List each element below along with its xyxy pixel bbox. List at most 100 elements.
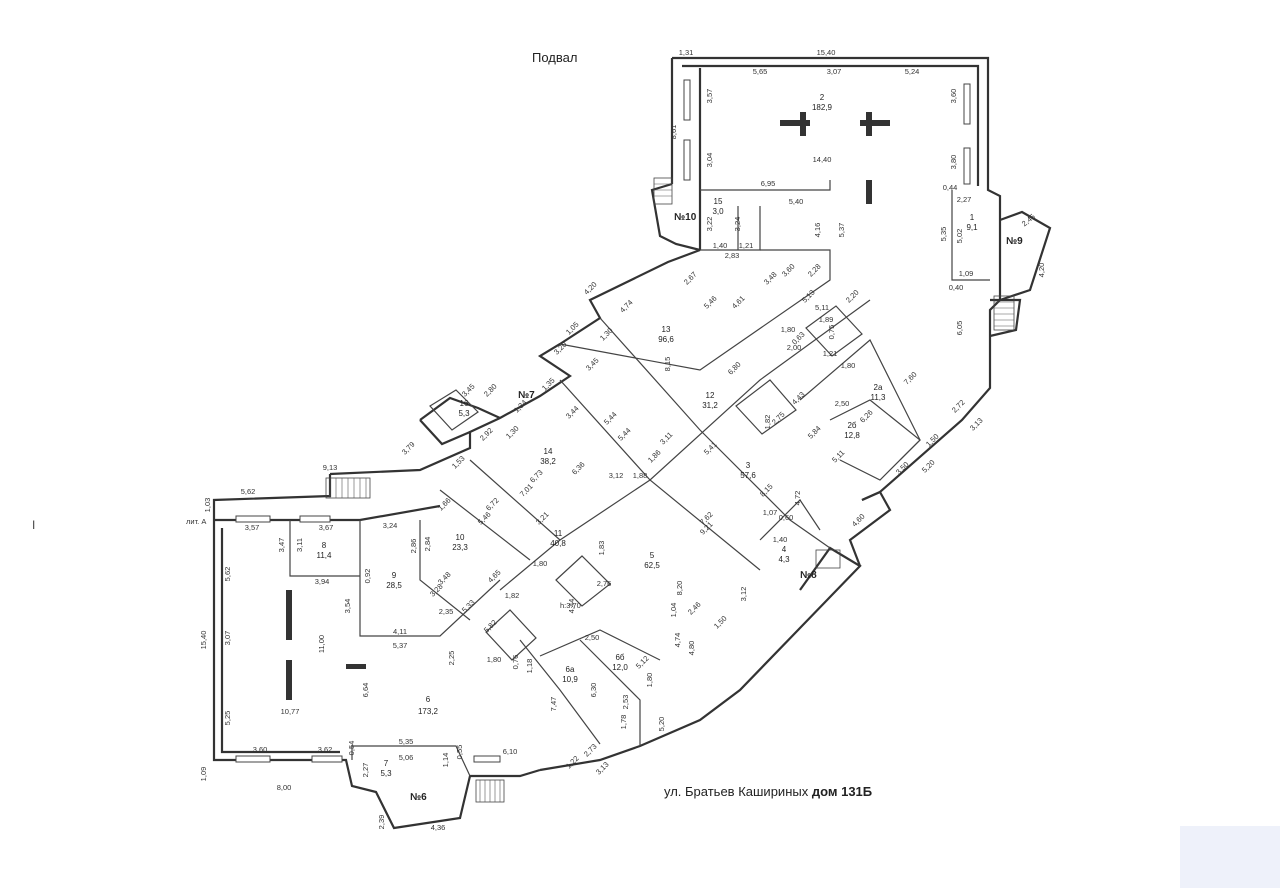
stair-9-steps <box>994 301 1014 327</box>
room-area: 5,3 <box>380 769 392 778</box>
shaft-16 <box>429 389 479 431</box>
dimension-label: 3,04 <box>705 153 714 168</box>
dimension-label: 5,65 <box>753 67 768 76</box>
dimension-label: 6,05 <box>955 321 964 336</box>
partition-2a <box>799 339 921 461</box>
dimension-label: 2,50 <box>585 633 600 642</box>
room-6a: 6а 10,9 <box>562 665 578 684</box>
room-number: 8 <box>322 541 327 550</box>
dimension-label: 3,94 <box>315 577 330 586</box>
windows <box>235 79 971 763</box>
dimension-label: 3,67 <box>319 523 334 532</box>
room-12: 12 31,2 <box>702 391 718 410</box>
column-2 <box>800 112 806 136</box>
room-area: 62,5 <box>644 561 660 570</box>
dimension-label: 3,21 <box>534 510 551 527</box>
dimension-label: 5,82 <box>482 618 499 635</box>
room-number: 6а <box>566 665 575 674</box>
room-6b: 6б 12,0 <box>612 653 628 672</box>
dimension-label: 1,21 <box>823 349 838 358</box>
room-8: 8 11,4 <box>317 541 333 560</box>
dimension-label: 3,24 <box>383 521 398 530</box>
column-4 <box>866 112 872 136</box>
dimension-label: 0,76 <box>511 655 520 670</box>
dimension-label: 2,84 <box>423 537 432 552</box>
dimension-label: 5,40 <box>789 197 804 206</box>
stair-10 <box>653 177 673 205</box>
dimension-label: 3,79 <box>400 440 417 457</box>
partition-9 <box>359 520 501 637</box>
dimension-label: 2,53 <box>621 695 630 710</box>
dimension-label: 1,05 <box>564 320 581 337</box>
dimension-label: 5,35 <box>939 227 948 242</box>
dimension-label: 6,36 <box>570 460 587 477</box>
partition-15 <box>700 180 831 191</box>
dimension-label: 1,22 <box>564 754 581 771</box>
room-number: 4 <box>782 545 787 554</box>
dimension-label: 1,09 <box>959 269 974 278</box>
column-3 <box>860 120 890 126</box>
dimension-label: 2,27 <box>957 195 972 204</box>
room-number: 6 <box>426 695 431 704</box>
wall-west-diagonal <box>329 248 701 476</box>
dimension-label: 3,12 <box>609 471 624 480</box>
dimension-label: 3,50 <box>894 460 911 477</box>
dimension-label: 4,20 <box>1037 263 1046 278</box>
dimension-label: 1,80 <box>533 559 548 568</box>
shaft-1 <box>805 305 863 357</box>
room-area: 57,6 <box>740 471 756 480</box>
dimension-label: 3,57 <box>705 89 714 104</box>
partition-diag-2 <box>559 379 761 571</box>
dimension-label: 5,84 <box>806 424 823 441</box>
dimension-label: 1,83 <box>597 541 606 556</box>
room-2: 2 182,9 <box>812 93 833 112</box>
dimension-label: 3,45 <box>584 356 601 373</box>
room-area: 12,0 <box>612 663 628 672</box>
wall-north-east <box>672 56 1002 502</box>
shaft-2 <box>735 379 797 435</box>
room-number: 12 <box>706 391 715 400</box>
dimension-label: 8,20 <box>675 581 684 596</box>
room-3: 3 57,6 <box>740 461 756 480</box>
dimension-label: 2,45 <box>1020 212 1037 228</box>
room-16: 16 5,3 <box>458 399 470 418</box>
dimension-label: 2,83 <box>725 251 740 260</box>
room-area: 40,8 <box>550 539 566 548</box>
room-area: 38,2 <box>540 457 556 466</box>
dimension-label: 5,37 <box>393 641 408 650</box>
dimension-label: 5,44 <box>602 410 619 427</box>
dimension-label: 5,33 <box>460 598 477 615</box>
dimension-label: 3,47 <box>277 538 286 553</box>
dimension-label: 4,74 <box>618 298 635 315</box>
partition-4 <box>759 499 821 541</box>
dimension-label: 3,20 <box>552 340 569 357</box>
dimension-label: 3,48 <box>762 270 779 287</box>
entrance-9-label: №9 <box>1006 236 1023 247</box>
dimension-label: 1,18 <box>525 659 534 674</box>
dimension-label: 5,20 <box>920 458 937 475</box>
dimension-label: 4,61 <box>730 294 747 311</box>
dimension-label: 1,40 <box>713 241 728 250</box>
window-4 <box>311 755 343 763</box>
room-7: 7 5,3 <box>380 759 392 778</box>
room-area: 23,3 <box>452 543 468 552</box>
dimension-label: 5,02 <box>955 229 964 244</box>
stairs <box>325 177 1015 803</box>
height-note: h:3.70 <box>560 601 581 610</box>
room-number: 15 <box>714 197 723 206</box>
stair-west-steps <box>329 478 367 498</box>
dimension-label: 3,60 <box>949 89 958 104</box>
room-2b: 2б 12,8 <box>844 421 860 440</box>
dimension-label: 1,07 <box>763 508 778 517</box>
room-area: 12,8 <box>844 431 860 440</box>
margin-mark: I <box>32 518 36 532</box>
room-number: 2б <box>847 421 856 430</box>
dimension-label: 8,00 <box>277 783 292 792</box>
dimension-label: 3,11 <box>295 538 304 552</box>
room-area: 5,3 <box>458 409 470 418</box>
dimension-label: 1,80 <box>487 655 502 664</box>
partition-6a <box>519 639 601 745</box>
room-11: 11 40,8 <box>550 529 566 548</box>
room-area: 4,3 <box>778 555 790 564</box>
